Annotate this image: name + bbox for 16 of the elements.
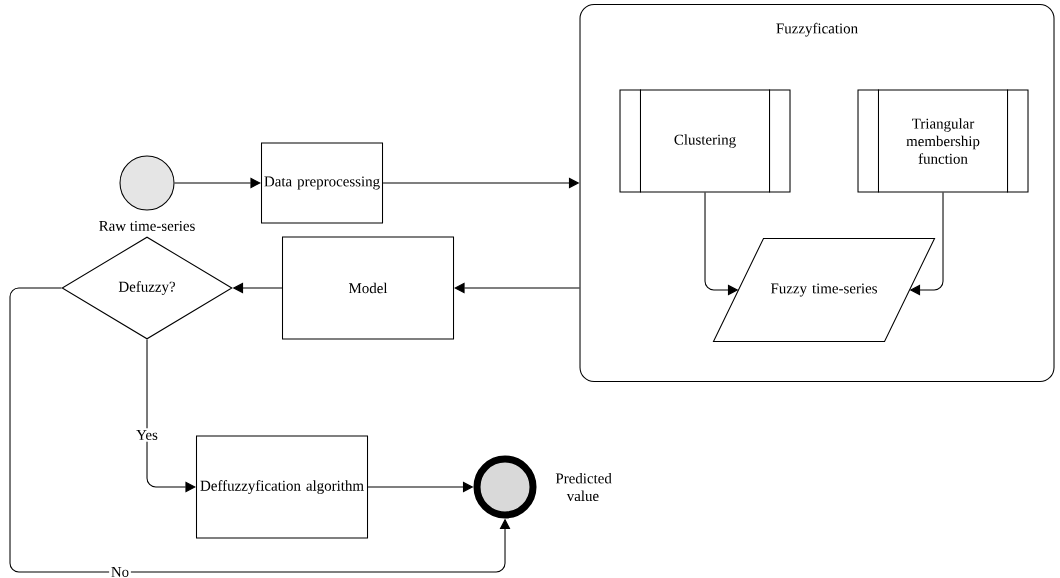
arrow — [9, 287, 511, 573]
node-caption: Raw time-series — [99, 220, 195, 231]
start-circle — [119, 155, 175, 211]
node-caption: Predicted value — [555, 472, 612, 501]
end-circle — [473, 455, 537, 519]
process-box: Deffuzzyfication algorithm — [195, 435, 369, 539]
arrow — [146, 339, 196, 493]
edge-label: No — [109, 565, 131, 578]
arrow — [454, 282, 580, 294]
arrow — [174, 177, 261, 189]
predefined-process-box: Clustering — [619, 88, 791, 194]
process-box: Data preprocessing — [260, 142, 384, 224]
process-box: Model — [282, 236, 455, 340]
data-parallelogram: Fuzzy time-series — [712, 237, 936, 343]
predefined-process-box: Triangular membership function — [857, 88, 1029, 194]
edge-label: Yes — [134, 428, 160, 442]
